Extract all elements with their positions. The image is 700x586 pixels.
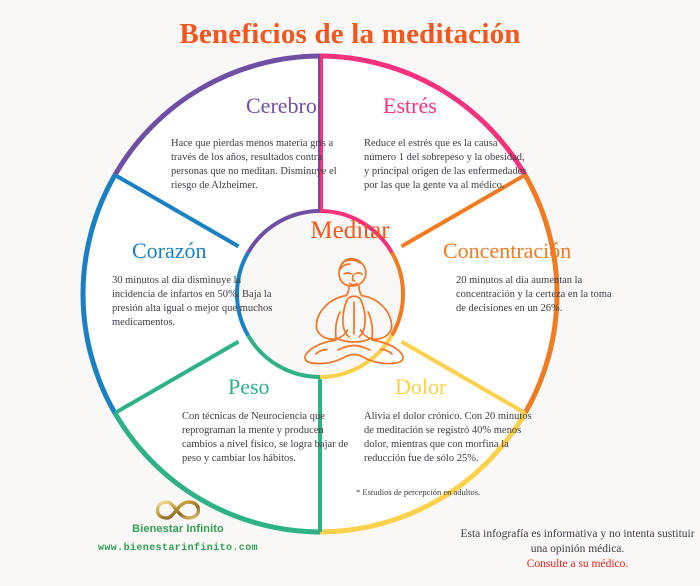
disclaimer-text: Esta infografía es informativa y no inte… (460, 528, 695, 555)
center-ring-cerebro (246, 209, 321, 254)
segment-body-corazon: 30 minutos al día disminuye la incidenci… (112, 275, 273, 328)
arc-peso (112, 411, 321, 535)
arc-corazon (80, 173, 118, 415)
segment-body-estres: Reduce el estrés que es la causa número … (364, 138, 527, 191)
disclaimer: Esta infografía es informativa y no inte… (455, 527, 700, 572)
center-ring-concentracion (390, 251, 405, 337)
arc-cerebro (112, 53, 321, 177)
segment-body-concentracion: 20 minutos al día aumentan la concentrac… (456, 275, 612, 314)
segment-heading-peso: Peso (228, 374, 270, 399)
center-label: Meditar (310, 217, 390, 244)
brand-name: Bienestar Infinito (132, 523, 224, 535)
page-title: Beneficios de la meditación (179, 18, 521, 50)
footnote: * Estudios de percepción en adultos. (356, 487, 481, 497)
center-ring-peso (246, 334, 321, 379)
divider-cerebro-corazon (113, 173, 240, 249)
infinity-icon (156, 500, 200, 520)
arc-estres (319, 53, 528, 177)
segment-heading-estres: Estrés (383, 93, 437, 118)
segment-heading-concentracion: Concentración (443, 238, 572, 263)
divider-concentracion-dolor (400, 339, 527, 415)
brand-url[interactable]: www.bienestarinfinito.com (97, 543, 259, 554)
wheel-svg (80, 53, 560, 535)
segment-body-dolor: Alivia el dolor crónico. Con 20 minutos … (364, 411, 532, 464)
center-ring-corazon (235, 251, 250, 337)
divider-estres-concentracion (400, 173, 527, 249)
segment-heading-cerebro: Cerebro (246, 93, 317, 118)
segment-heading-dolor: Dolor (395, 374, 447, 399)
meditating-person-icon (294, 250, 414, 370)
arc-dolor (319, 411, 528, 535)
disclaimer-doctor-line: Consulte a su médico. (526, 557, 629, 570)
segment-body-peso: Con técnicas de Neurociencia que reprogr… (182, 411, 349, 464)
arc-concentracion (522, 173, 560, 415)
benefits-wheel (78, 52, 562, 536)
brand-logo[interactable]: Bienestar Infinito www.bienestarinfinito… (68, 498, 288, 554)
segment-body-cerebro: Hace que pierdas menos materia gris a tr… (171, 138, 337, 191)
divider-peso-corazon (113, 339, 240, 415)
center-ring-estres (319, 209, 394, 254)
segment-heading-corazon: Corazón (132, 238, 207, 263)
